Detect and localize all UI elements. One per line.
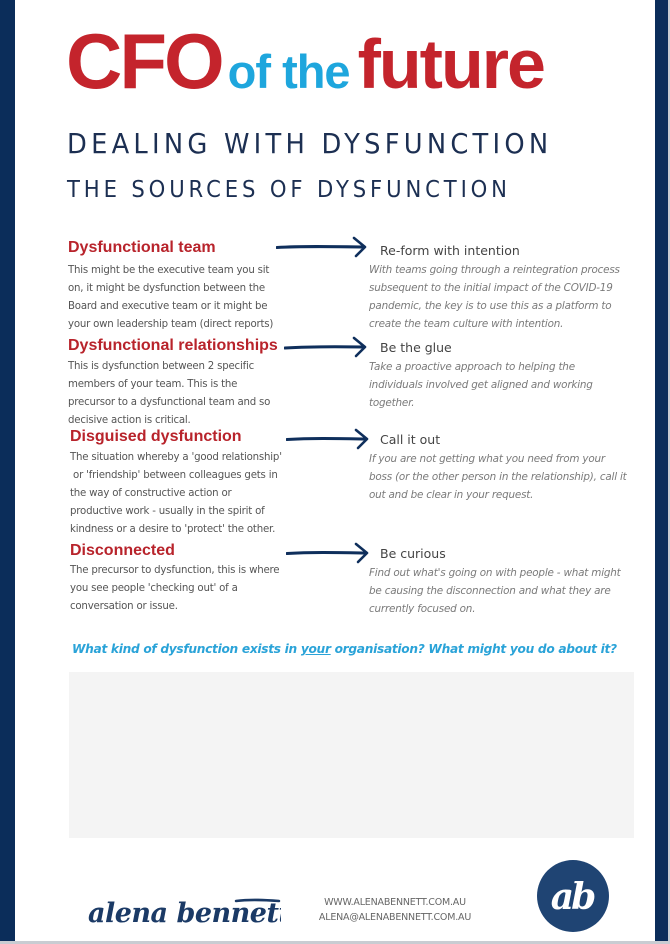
text-line: your own leadership team (direct reports… [68,319,274,330]
page-edge [668,0,670,944]
question-text: What kind of dysfunction exists in [72,642,301,656]
text-line: boss (or the other person in the relatio… [369,471,627,483]
signature-text: alena bennett [88,898,281,929]
bottom-edge [0,941,670,944]
right-border [655,0,668,941]
text-line: conversation or issue. [70,601,178,612]
contact-info: WWW.ALENABENNETT.COM.AU ALENA@ALENABENNE… [300,895,490,925]
text-line: This is dysfunction between 2 specific [68,361,254,372]
text-line: The precursor to dysfunction, this is wh… [70,565,280,576]
arrow-right-icon [284,336,367,358]
answer-textarea[interactable] [69,672,634,838]
arrow-right-icon [286,428,369,450]
question-text: organisation? What might you do about it… [330,642,618,656]
text-line: decisive action is critical. [68,415,191,426]
text-line: With teams going through a reintegration… [369,264,620,276]
action-description: Take a proactive approach to helping the… [369,358,659,412]
text-line: be causing the disconnection and what th… [369,585,611,597]
action-title: Re-form with intention [380,243,520,258]
action-description: Find out what's going on with people - w… [369,564,659,618]
action-title: Be curious [380,546,446,561]
text-line: subsequent to the initial impact of the … [369,282,613,294]
text-line: Take a proactive approach to helping the [369,361,575,373]
text-line: out and be clear in your request. [369,489,534,501]
text-line: productive work - usually in the spirit … [70,506,265,517]
source-title: Dysfunctional team [68,239,216,256]
source-title: Dysfunctional relationships [68,337,278,354]
source-description: The precursor to dysfunction, this is wh… [70,562,370,616]
text-line: individuals involved get aligned and wor… [369,379,593,391]
text-line: you see people 'checking out' of a [70,583,238,594]
email-link[interactable]: ALENA@ALENABENNETT.COM.AU [318,912,472,923]
left-border [0,0,15,941]
subtitle: DEALING WITH DYSFUNCTION [67,127,553,160]
source-description: This might be the executive team you sit… [68,262,368,334]
signature-logo: alena bennett [88,898,281,929]
text-line: together. [369,397,415,409]
action-title: Be the glue [380,340,452,355]
arrow-right-icon [276,236,367,258]
title-cfo: CFO [66,17,225,105]
action-title: Call it out [380,432,441,447]
arrow-right-icon [286,542,369,564]
text-line: on, it might be dysfunction between the [68,283,265,294]
text-line: create the team culture with intention. [369,318,564,330]
text-line: members of your team. This is the [68,379,238,390]
section-heading: THE SOURCES OF DYSFUNCTION [67,177,511,203]
reflection-question: What kind of dysfunction exists in your … [72,642,617,656]
logo-monogram: ab [551,876,595,918]
text-line: the way of constructive action or [70,488,232,499]
source-description: The situation whereby a 'good relationsh… [70,449,370,539]
text-line: pandemic, the key is to use this as a pl… [369,300,612,312]
title-of-the: of the [227,45,351,98]
text-line: If you are not getting what you need fro… [369,453,605,465]
text-line: Find out what's going on with people - w… [369,567,621,579]
source-title: Disconnected [70,542,175,559]
text-line: kindness or a desire to 'protect' the ot… [70,524,276,535]
text-line: precursor to a dysfunctional team and so [68,397,271,408]
text-line: or 'friendship' between colleagues gets … [70,470,278,481]
source-description: This is dysfunction between 2 specific m… [68,358,368,430]
question-emphasis: your [300,642,331,656]
text-line: Board and executive team or it might be [68,301,268,312]
action-description: With teams going through a reintegration… [369,261,659,333]
text-line: currently focused on. [369,603,476,615]
ab-logo-icon: ab [537,860,609,932]
website-link[interactable]: WWW.ALENABENNETT.COM.AU [324,897,466,908]
text-line: This might be the executive team you sit [68,265,270,276]
action-description: If you are not getting what you need fro… [369,450,659,504]
title-future: future [357,25,546,103]
source-title: Disguised dysfunction [70,428,242,445]
text-line: The situation whereby a 'good relationsh… [70,452,282,463]
